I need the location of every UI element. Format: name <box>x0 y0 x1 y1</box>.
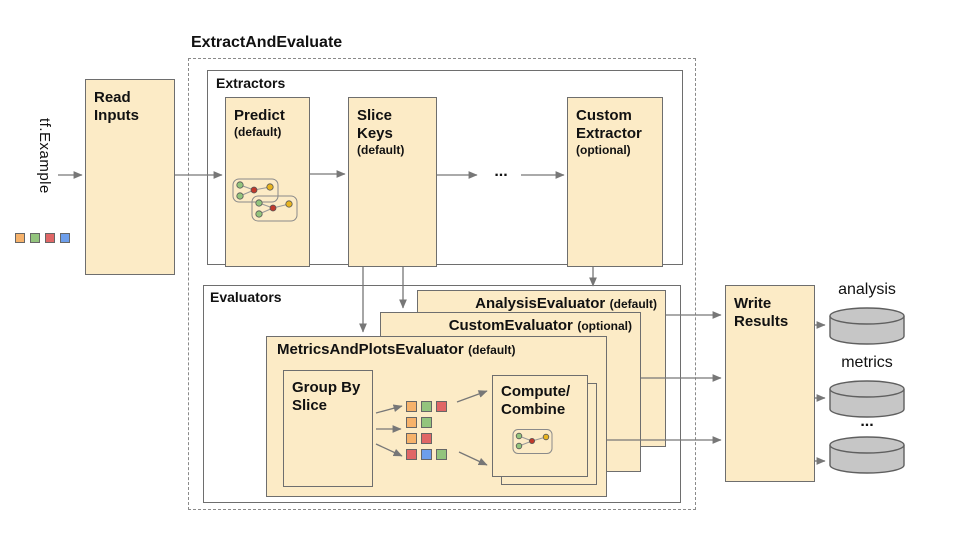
slice-keys-qualifier: (default) <box>357 143 405 157</box>
custom-evaluator-label: CustomEvaluator <box>448 317 573 334</box>
predict-label: Predict <box>234 107 285 124</box>
custom-extractor-qualifier: (optional) <box>576 143 631 157</box>
more-db-icon <box>829 436 905 474</box>
swatch-orange <box>406 433 417 444</box>
swatch-green <box>436 449 447 460</box>
swatch-red <box>421 433 432 444</box>
extractors-ellipsis: ... <box>494 163 508 180</box>
swatch-blue <box>421 449 432 460</box>
swatch-orange <box>15 233 25 243</box>
slice-keys-label: Slice Keys <box>357 107 393 142</box>
slice-group-row <box>406 433 447 444</box>
evaluators-section-label: Evaluators <box>210 289 282 305</box>
write-results-box: Write Results <box>725 285 815 482</box>
group-by-slice-box: Group By Slice <box>283 370 373 487</box>
slice-group-row <box>406 449 447 460</box>
output-label-analysis: analysis <box>838 281 896 298</box>
swatch-red <box>45 233 55 243</box>
swatch-green <box>421 401 432 412</box>
predict-qualifier: (default) <box>234 125 282 139</box>
swatch-green <box>421 417 432 428</box>
swatch-green <box>30 233 40 243</box>
swatch-orange <box>406 401 417 412</box>
custom-evaluator-qualifier: (optional) <box>577 319 632 333</box>
swatch-blue <box>60 233 70 243</box>
read-inputs-box: Read Inputs <box>85 79 175 275</box>
slice-groups-grid <box>406 401 447 460</box>
extract-and-evaluate-container <box>188 58 696 510</box>
slice-group-row <box>406 417 447 428</box>
metrics-evaluator-qualifier: (default) <box>468 343 516 357</box>
group-by-slice-label: Group By Slice <box>292 379 361 414</box>
slice-group-row <box>406 401 447 412</box>
analysis-evaluator-label: AnalysisEvaluator <box>475 295 606 312</box>
metrics-db-icon <box>829 380 905 418</box>
model-graph-icon <box>232 178 298 222</box>
output-label-more: ... <box>860 413 874 430</box>
extractors-section-label: Extractors <box>216 75 286 91</box>
slice-keys-extractor-box: Slice Keys (default) <box>348 97 437 267</box>
analysis-db-icon <box>829 307 905 345</box>
read-inputs-label: Read Inputs <box>94 89 139 124</box>
write-results-label: Write Results <box>734 295 789 330</box>
swatch-red <box>436 401 447 412</box>
tf-example-label: tf.Example <box>36 118 53 194</box>
combine-graph-icon <box>512 429 553 454</box>
compute-combine-box: Compute/ Combine <box>492 375 588 477</box>
diagram-title: ExtractAndEvaluate <box>191 34 343 51</box>
input-swatches <box>15 233 70 243</box>
compute-combine-label: Compute/ Combine <box>501 383 571 418</box>
custom-extractor-box: Custom Extractor (optional) <box>567 97 663 267</box>
metrics-evaluator-label: MetricsAndPlotsEvaluator <box>277 341 464 358</box>
analysis-evaluator-qualifier: (default) <box>609 297 657 311</box>
output-label-metrics: metrics <box>841 354 893 371</box>
swatch-red <box>406 449 417 460</box>
swatch-orange <box>406 417 417 428</box>
custom-extractor-label: Custom Extractor <box>576 107 642 142</box>
